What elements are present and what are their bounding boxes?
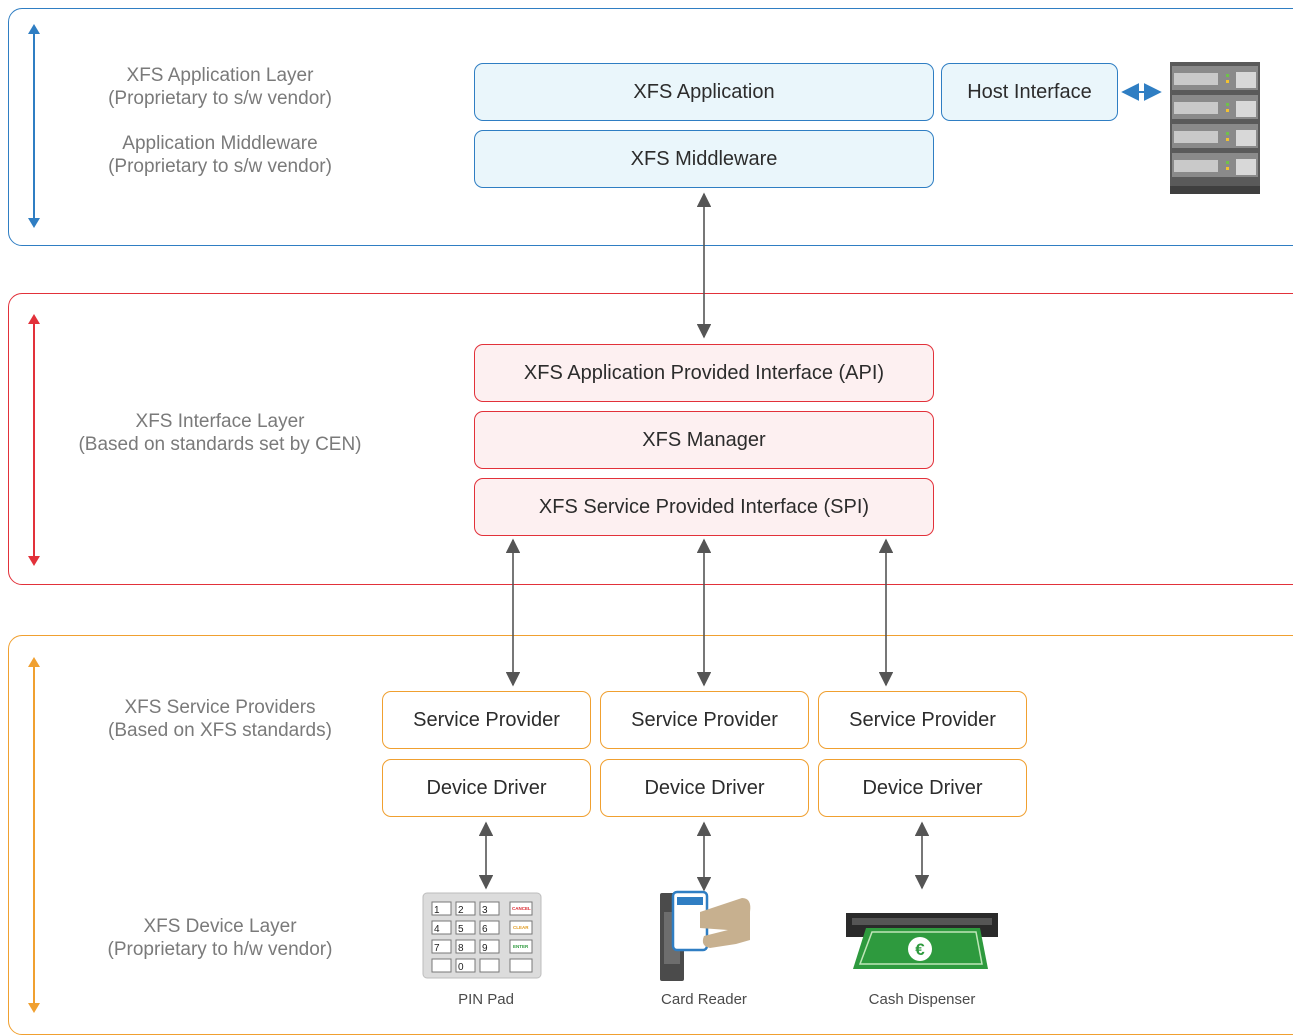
device-driver-text: Device Driver [644,776,765,799]
pin-key-label: 5 [458,924,464,935]
xfs-api-text: XFS Application Provided Interface (API) [523,361,885,384]
device-driver-text: Device Driver [426,776,547,799]
label-line: XFS Service Providers [124,697,316,718]
pin-key-label: 3 [482,905,488,916]
pin-pad-text: PIN Pad [458,991,514,1008]
svg-text:€: € [915,940,925,959]
device-driver-box: Device Driver [600,759,809,817]
label-line: XFS Application Layer [126,65,314,86]
label-line: (Proprietary to h/w vendor) [107,939,333,960]
xfs-application-box: XFS Application [474,63,934,121]
device-driver-text: Device Driver [862,776,983,799]
cash-dispenser-text: Cash Dispenser [868,991,976,1008]
xfs-api-box: XFS Application Provided Interface (API) [474,344,934,402]
label-line: Application Middleware [122,133,318,154]
xfs-middleware-text: XFS Middleware [630,147,778,170]
device-driver-box: Device Driver [818,759,1027,817]
pin-key-label: 1 [434,905,440,916]
host-interface-text: Host Interface [967,80,1092,103]
pin-key-label: 9 [482,943,488,954]
application-layer-label: XFS Application Layer (Proprietary to s/… [50,64,390,110]
pin-key-label: 0 [458,962,464,973]
interface-layer-frame [8,293,1293,585]
card-reader-label: Card Reader [634,991,774,1008]
card-reader-icon [660,890,751,981]
pin-clear-label: CLEAR [513,925,529,930]
label-line: (Proprietary to s/w vendor) [108,156,332,177]
device-layer-label: XFS Device Layer (Proprietary to h/w ven… [50,915,390,961]
xfs-spi-text: XFS Service Provided Interface (SPI) [538,495,870,518]
xfs-spi-box: XFS Service Provided Interface (SPI) [474,478,934,536]
service-provider-text: Service Provider [631,708,778,731]
pin-key-label: 4 [434,924,440,935]
host-interface-box: Host Interface [941,63,1118,121]
device-driver-box: Device Driver [382,759,591,817]
pin-key-label: 8 [458,943,464,954]
pin-key-label: 6 [482,924,488,935]
service-provider-box: Service Provider [818,691,1027,749]
label-line: (Proprietary to s/w vendor) [108,88,332,109]
xfs-manager-text: XFS Manager [642,428,766,451]
pin-pad-label: PIN Pad [426,991,546,1008]
service-provider-box: Service Provider [600,691,809,749]
application-middleware-label: Application Middleware (Proprietary to s… [50,132,390,178]
label-line: XFS Interface Layer [135,411,305,432]
cash-dispenser-label: Cash Dispenser [842,991,1002,1008]
xfs-application-text: XFS Application [633,80,775,103]
xfs-manager-box: XFS Manager [474,411,934,469]
service-providers-label: XFS Service Providers (Based on XFS stan… [50,696,390,742]
label-line: XFS Device Layer [143,916,297,937]
label-line: (Based on XFS standards) [108,720,332,741]
cash-dispenser-icon: € [846,913,998,969]
interface-layer-label: XFS Interface Layer (Based on standards … [50,410,390,456]
service-provider-box: Service Provider [382,691,591,749]
pin-cancel-label: CANCEL [512,906,531,911]
label-line: (Based on standards set by CEN) [78,434,362,455]
card-reader-text: Card Reader [661,991,747,1008]
application-layer-frame [8,8,1293,246]
service-provider-text: Service Provider [849,708,996,731]
xfs-middleware-box: XFS Middleware [474,130,934,188]
pin-pad-icon: 1 2 3 4 5 6 7 8 9 0 CANCEL CLEAR ENTER [422,892,542,979]
pin-key-label: 7 [434,943,440,954]
server-rack-icon [1170,62,1260,194]
service-provider-text: Service Provider [413,708,560,731]
pin-key-label: 2 [458,905,464,916]
pin-enter-label: ENTER [513,944,529,949]
